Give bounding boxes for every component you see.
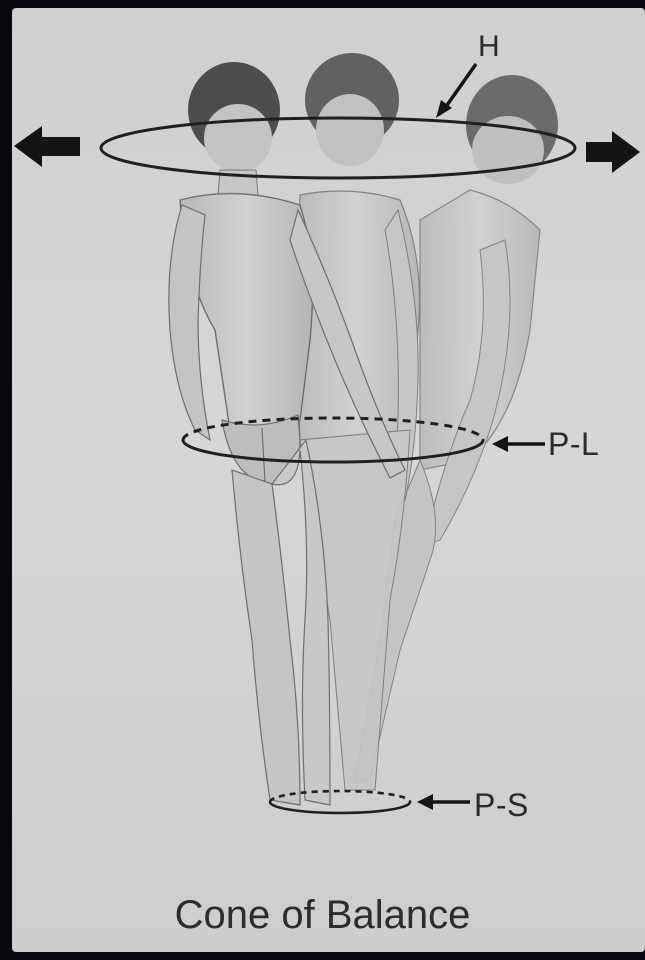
- caption: Cone of Balance: [0, 893, 645, 938]
- pelvis-sacral-label: P-S: [474, 787, 529, 824]
- head-label: H: [478, 30, 500, 64]
- arrow-left-icon: [14, 126, 80, 167]
- pelvis-lumbar-label: P-L: [548, 426, 599, 463]
- arrow-right-icon: [586, 131, 640, 173]
- pointer-arrow-icon: [492, 436, 545, 452]
- pointer-arrow-icon: [417, 794, 470, 810]
